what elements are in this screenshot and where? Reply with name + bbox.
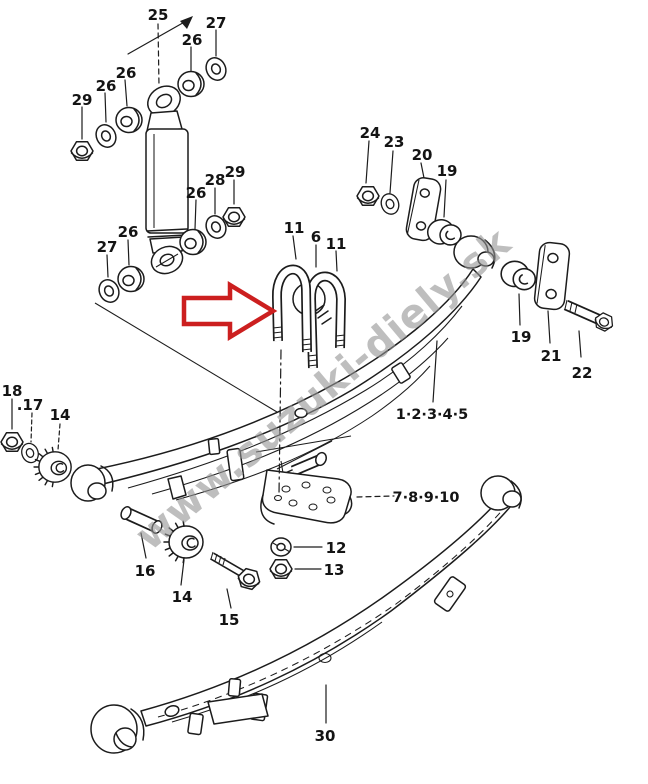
- nut-29-b: [222, 206, 246, 228]
- part-label-28: 28: [205, 171, 226, 189]
- part-label-23: 23: [384, 133, 405, 151]
- part-label-29-b: 29: [225, 163, 246, 181]
- part-label-14-b: 14: [172, 588, 193, 606]
- bushing-26-c: [179, 228, 207, 256]
- shock-absorber: [145, 85, 189, 275]
- nut-13: [269, 558, 293, 580]
- washer-12: [270, 537, 292, 557]
- part-label-26-b: 26: [96, 77, 117, 95]
- nut-24: [356, 185, 380, 207]
- bushing-26-b: [115, 106, 143, 134]
- part-label-30: 30: [315, 727, 336, 745]
- shackle-plate-21: [533, 241, 571, 311]
- washer-23: [377, 190, 403, 218]
- shackle-pin-22: [563, 299, 617, 334]
- bolt-15: [209, 551, 263, 592]
- part-label-26-top: 26: [182, 31, 203, 49]
- part-label-29-a: 29: [72, 91, 93, 109]
- bushing-26-a: [177, 70, 205, 98]
- leaf-spring-lower: [90, 475, 522, 754]
- spline-bushing-14-a: [33, 446, 72, 488]
- part-label-18: 18: [2, 382, 23, 400]
- pin-16: [120, 506, 163, 534]
- nut-29-a: [70, 140, 94, 162]
- part-label-27-b: 27: [97, 238, 118, 256]
- part-label-26-a: 26: [116, 64, 137, 82]
- part-label-6: 6: [311, 228, 321, 246]
- group-label-spring-leaves: 1·2·3·4·5: [396, 407, 468, 423]
- part-label-24: 24: [360, 124, 381, 142]
- reference-line: [94, 302, 278, 413]
- washer-27-a: [201, 53, 231, 85]
- leaf-spring-upper: [70, 235, 496, 502]
- part-label-12: 12: [326, 539, 347, 557]
- group-label-seat-plate: 7·8·9·10: [393, 490, 460, 506]
- part-label-26-d: 26: [118, 223, 139, 241]
- leader-lines: [11, 19, 582, 724]
- part-label-14-a: 14: [50, 406, 71, 424]
- u-bolt-assembly: [271, 264, 347, 369]
- part-label-21: 21: [541, 347, 562, 365]
- projection-line: [276, 440, 333, 470]
- part-label-11-b: 11: [326, 235, 347, 253]
- part-label-16: 16: [135, 562, 156, 580]
- spring-seat-plate: [260, 451, 353, 525]
- red-pointer-arrow-icon: [181, 281, 278, 341]
- part-label-27-top: 27: [206, 14, 227, 32]
- part-label-19-b: 19: [511, 328, 532, 346]
- part-label-22: 22: [572, 364, 593, 382]
- part-label-25: 25: [148, 6, 169, 24]
- centerline: [278, 349, 282, 495]
- part-label-19-a: 19: [437, 162, 458, 180]
- washer-26: [91, 120, 121, 152]
- leader-arrowhead: [180, 16, 193, 29]
- part-label-13: 13: [324, 561, 345, 579]
- part-label-11-a: 11: [284, 219, 305, 237]
- part-label-15: 15: [219, 611, 240, 629]
- thread-marks: [272, 326, 346, 367]
- bushing-26-d: [117, 265, 145, 293]
- nut-18: [0, 431, 24, 453]
- part-label-17: .17: [17, 396, 44, 414]
- part-label-20: 20: [412, 146, 433, 164]
- projection-line: [255, 435, 352, 453]
- part-label-26-c: 26: [186, 184, 207, 202]
